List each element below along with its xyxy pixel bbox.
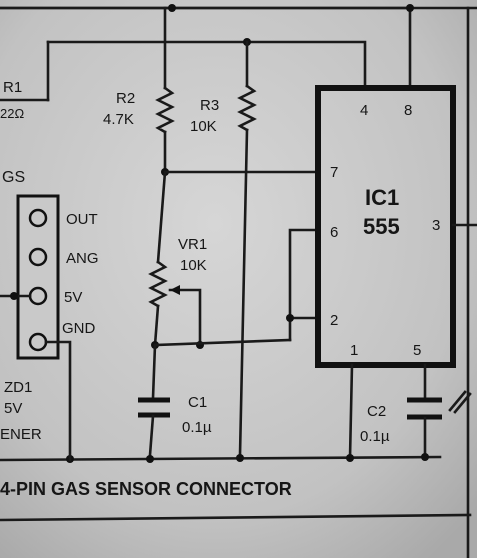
c1-ref: C1 [188,394,207,411]
wire-pins-6-2 [153,228,320,347]
sensor-pin-ang [28,247,48,267]
r2-value: 4.7K [103,111,134,128]
zener-value: 5V [4,400,22,417]
sensor-pin-label-5v: 5V [64,289,82,306]
sensor-pin-label-gnd: GND [62,320,96,337]
potentiometer-vr1: VR1 10K [148,170,207,349]
r1-ref: R1 [3,79,22,96]
pin4-label: 4 [360,102,368,119]
capacitor-c1: C1 0.1µ [138,343,212,457]
r1-value: 22Ω [0,106,24,121]
pin8-label: 8 [404,102,412,119]
supply-rail [0,4,414,102]
zener-zd1: ZD1 5V ENER [0,379,42,443]
pin1-label: 1 [350,342,358,359]
r3-value: 10K [190,118,217,135]
r2-ref: R2 [116,90,135,107]
resistor-r1: R1 22Ω [0,79,24,121]
caption: 4-PIN GAS SENSOR CONNECTOR [0,479,292,499]
pin2-label: 2 [330,312,338,329]
c1-value: 0.1µ [182,419,212,436]
vr1-ref: VR1 [178,236,207,253]
ic-name: IC1 [365,185,399,210]
sensor-pin-out [28,208,48,228]
r3-ref: R3 [200,97,219,114]
capacitor-c2: C2 0.1µ [348,363,442,460]
sensor-pin-label-out: OUT [66,211,98,228]
resistor-r3: R3 10K [190,40,257,457]
pin5-label: 5 [413,342,421,359]
c2-value: 0.1µ [360,428,390,445]
ic-555: 4 8 7 6 3 2 1 5 IC1 555 [315,85,456,368]
zener-type: ENER [0,426,42,443]
pin7-label: 7 [330,164,338,181]
sensor-tag: GS [2,169,25,186]
vr1-value: 10K [180,257,207,274]
c2-ref: C2 [367,403,386,420]
ic-part: 555 [363,214,400,239]
sensor-pin-label-ang: ANG [66,250,99,267]
zener-ref: ZD1 [4,379,32,396]
gas-sensor-connector: GS OUT ANG 5V GND [0,98,99,462]
ghost-symbol [448,390,472,414]
ground-rail [0,453,442,463]
pin6-label: 6 [330,224,338,241]
resistor-r2: R2 4.7K [103,6,175,176]
pin3-label: 3 [432,217,440,234]
